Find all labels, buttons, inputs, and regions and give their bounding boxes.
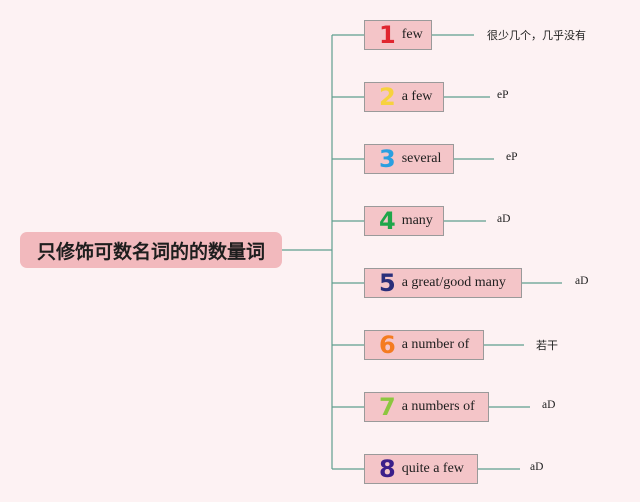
number-badge-5: 5	[379, 269, 396, 297]
topic-node-5[interactable]: 5 a great/good many	[364, 268, 522, 298]
number-badge-4: 4	[379, 207, 396, 235]
topic-node-8[interactable]: 8 quite a few	[364, 454, 478, 484]
topic-label-7: a numbers of	[401, 399, 475, 414]
topic-node-4[interactable]: 4 many	[364, 206, 444, 236]
topic-node-1[interactable]: 1 few	[364, 20, 432, 50]
number-badge-1: 1	[379, 21, 396, 49]
number-badge-2: 2	[379, 83, 396, 111]
topic-note-3: eP	[506, 151, 518, 163]
topic-note-4: aD	[497, 213, 511, 225]
number-badge-8: 8	[379, 455, 396, 483]
topic-note-1: 很少几个，几乎没有	[487, 29, 586, 42]
topic-note-6: 若干	[536, 339, 558, 352]
topic-label-5: a great/good many	[401, 275, 506, 290]
number-badge-7: 7	[379, 393, 396, 421]
number-badge-3: 3	[379, 145, 396, 173]
topic-label-1: few	[401, 27, 423, 42]
topic-label-6: a number of	[401, 337, 470, 352]
topic-note-7: aD	[542, 399, 556, 411]
number-badge-6: 6	[379, 331, 396, 359]
topic-note-5: aD	[575, 275, 589, 287]
topic-node-6[interactable]: 6 a number of	[364, 330, 484, 360]
topic-node-2[interactable]: 2 a few	[364, 82, 444, 112]
topic-note-8: aD	[530, 461, 544, 473]
topic-label-2: a few	[401, 89, 433, 104]
topic-label-8: quite a few	[401, 461, 464, 476]
topic-node-7[interactable]: 7 a numbers of	[364, 392, 489, 422]
topic-label-3: several	[401, 151, 442, 166]
topic-note-2: eP	[497, 89, 509, 101]
topic-node-3[interactable]: 3 several	[364, 144, 454, 174]
root-topic[interactable]: 只修饰可数名词的的数量词	[20, 232, 282, 268]
topic-label-4: many	[401, 213, 433, 228]
